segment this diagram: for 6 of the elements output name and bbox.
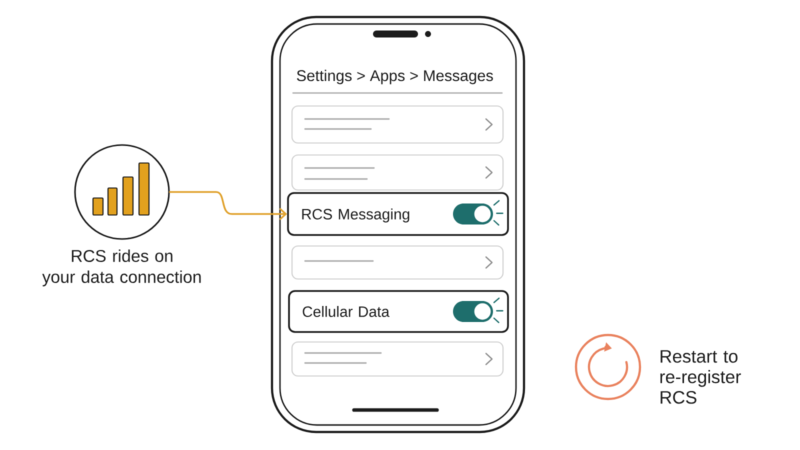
arrow [168,191,288,220]
icon-caption: RCS rides on your data connection [42,250,201,286]
settings-row: RCS Messaging [287,192,509,236]
screen-title: Settings > Apps > Messages [296,70,493,84]
settings-row: Cellular Data [288,290,509,333]
icon-caption: Restart to re-register RCS [660,350,741,404]
